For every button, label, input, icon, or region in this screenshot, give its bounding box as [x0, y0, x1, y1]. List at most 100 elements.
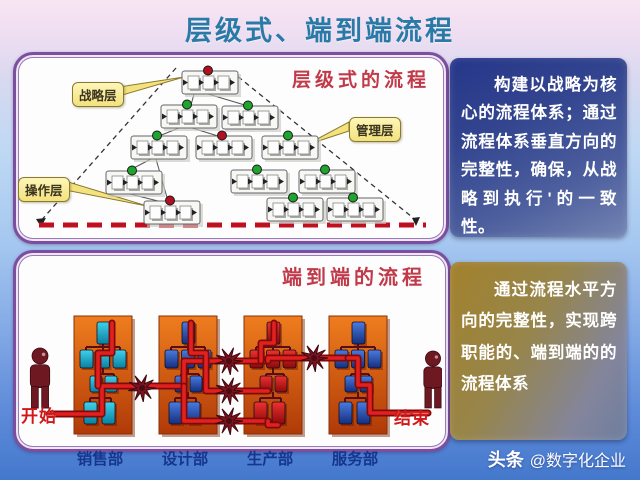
- end-to-end-panel: 端到端的流程 开始 结束: [13, 250, 451, 452]
- step-arrow: [154, 179, 159, 186]
- unit-box: [351, 321, 366, 345]
- green-status-dot: [252, 164, 262, 175]
- step-arrow: [132, 144, 137, 151]
- person-torso: [29, 364, 51, 388]
- step-arrow: [183, 79, 188, 86]
- unit-box: [164, 349, 179, 369]
- step-box: [362, 202, 375, 217]
- person-leg: [41, 386, 49, 409]
- step-arrow: [299, 206, 304, 213]
- burst-center: [226, 418, 232, 424]
- step-box: [302, 202, 315, 217]
- step-box: [251, 174, 264, 189]
- step-arrow: [176, 209, 181, 216]
- unit-box: [338, 401, 353, 425]
- green-status-dot: [283, 130, 293, 141]
- step-box: [236, 174, 249, 189]
- step-arrow: [347, 178, 352, 185]
- step-arrow: [244, 144, 249, 151]
- step-arrow: [279, 178, 284, 185]
- step-box: [179, 205, 192, 220]
- arrowhead: [412, 217, 420, 226]
- tree-link: [180, 368, 200, 376]
- step-box: [272, 202, 285, 217]
- triangle-edge: [230, 70, 418, 222]
- start-label: 开始: [21, 407, 57, 426]
- person-leg: [424, 386, 432, 409]
- step-box: [187, 75, 200, 90]
- person-torso: [423, 366, 442, 389]
- step-arrow: [223, 114, 228, 121]
- step-box: [282, 140, 295, 155]
- unit-box: [168, 401, 183, 425]
- page-title: 层级式、端到端流程: [185, 16, 455, 46]
- green-status-dot: [152, 130, 162, 141]
- callout-tail: [118, 76, 185, 97]
- burst-center: [226, 388, 232, 394]
- step-arrow: [197, 144, 202, 151]
- step-arrow: [178, 113, 183, 120]
- step-box: [231, 140, 244, 155]
- end-to-end-diagram: [29, 315, 442, 437]
- tree-link: [259, 392, 282, 402]
- step-box: [111, 175, 124, 190]
- flow-line: [259, 321, 276, 363]
- label-management-layer: 管理层: [349, 117, 401, 142]
- tree-link: [344, 392, 367, 402]
- watermark-brand: 头条: [487, 450, 524, 470]
- unit-box: [271, 401, 286, 425]
- step-arrow: [163, 144, 168, 151]
- step-box: [166, 109, 179, 124]
- hierarchy-diagram: [36, 65, 426, 228]
- step-arrow: [209, 113, 214, 120]
- watermark: 头条@数字化企业: [488, 446, 626, 472]
- step-box: [319, 174, 332, 189]
- person-head: [31, 347, 49, 365]
- step-box: [216, 140, 229, 155]
- step-box: [136, 140, 149, 155]
- step-arrow: [161, 209, 166, 216]
- step-box: [334, 174, 347, 189]
- step-arrow: [213, 144, 218, 151]
- step-box: [164, 205, 177, 220]
- step-arrow: [263, 178, 268, 185]
- tree-link: [95, 368, 115, 376]
- end-to-end-panel-title: 端到端的流程: [282, 267, 426, 289]
- step-arrow: [162, 113, 167, 120]
- unit-box: [79, 349, 94, 369]
- end-label: 结束: [394, 409, 430, 428]
- step-arrow: [107, 179, 112, 186]
- tree-link: [85, 344, 121, 350]
- person-highlight: [434, 355, 439, 359]
- green-status-dot: [288, 192, 298, 203]
- step-box: [304, 174, 317, 189]
- person-highlight: [41, 352, 46, 357]
- person-leg: [434, 386, 442, 409]
- step-arrow: [148, 144, 153, 151]
- red-status-dot: [165, 195, 175, 206]
- step-arrow: [230, 79, 235, 86]
- step-arrow: [138, 179, 143, 186]
- step-arrow: [145, 209, 150, 216]
- dept-service: 服务部: [331, 451, 379, 468]
- step-arrow: [263, 144, 268, 151]
- step-arrow: [268, 206, 273, 213]
- step-box: [126, 175, 139, 190]
- step-box: [196, 109, 209, 124]
- step-arrow: [232, 178, 237, 185]
- unit-box: [189, 375, 203, 393]
- step-arrow: [375, 206, 380, 213]
- step-arrow: [294, 144, 299, 151]
- step-arrow: [316, 178, 321, 185]
- step-box: [151, 140, 164, 155]
- tree-link: [340, 344, 376, 350]
- step-arrow: [279, 144, 284, 151]
- burst-center: [226, 358, 232, 364]
- step-arrow: [179, 144, 184, 151]
- step-box: [181, 109, 194, 124]
- step-arrow: [328, 206, 333, 213]
- person-head: [425, 350, 441, 367]
- green-status-dot: [243, 100, 253, 111]
- step-arrow: [270, 114, 275, 121]
